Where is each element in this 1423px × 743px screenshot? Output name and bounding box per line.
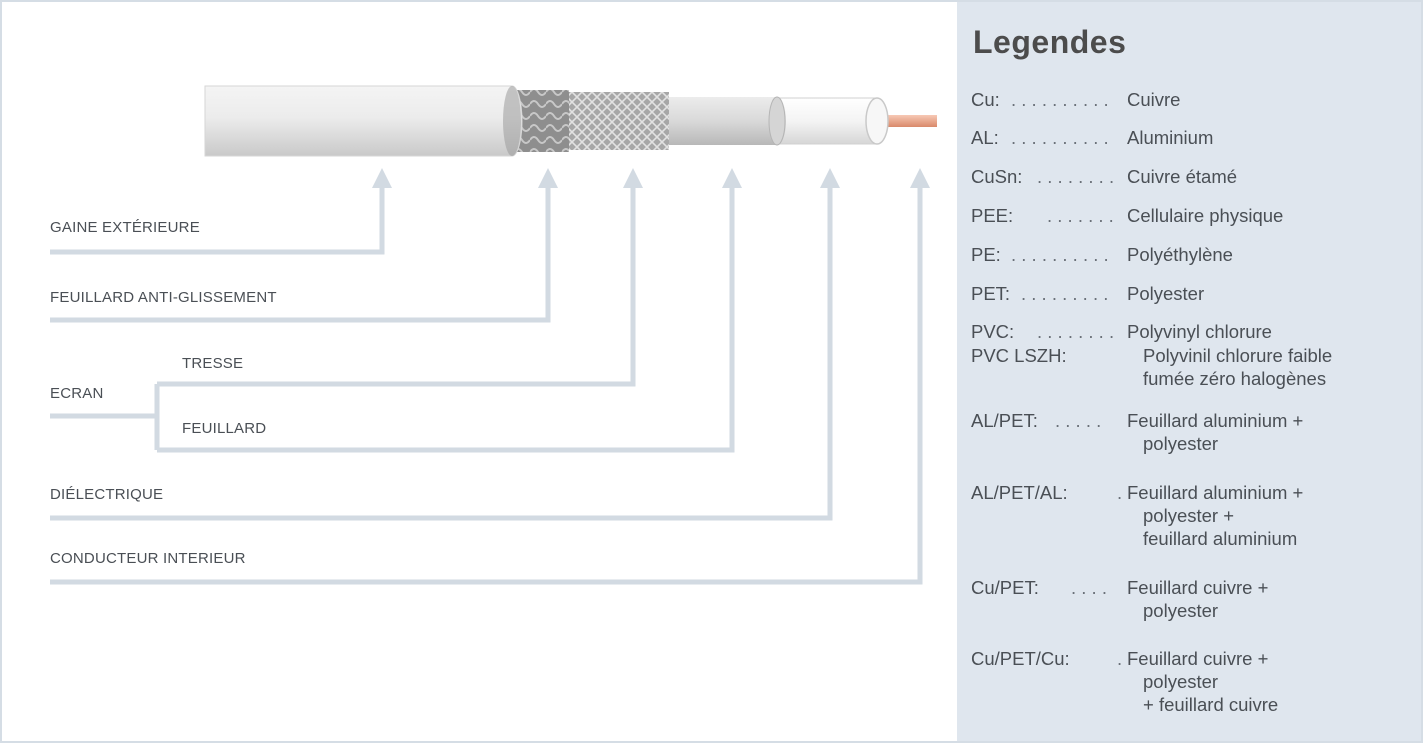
cable bbox=[204, 85, 937, 157]
legend-leader: . . . . bbox=[1071, 577, 1107, 598]
callout-ecran-branch bbox=[50, 384, 160, 450]
braid-dense bbox=[567, 92, 669, 150]
legend-leader: . bbox=[1117, 482, 1123, 503]
label-dielectrique: DIÉLECTRIQUE bbox=[50, 486, 164, 503]
legend-desc: Aluminium bbox=[1127, 127, 1214, 148]
legend-desc: Cuivre bbox=[1127, 89, 1181, 110]
callout-feuillard-anti bbox=[50, 180, 551, 323]
legend-desc: Feuillard cuivre +polyester+ feuillard c… bbox=[1127, 648, 1279, 715]
arrowheads bbox=[372, 168, 930, 188]
legend-code: PEE: bbox=[971, 205, 1014, 226]
callout-lines bbox=[50, 180, 923, 585]
callout-conducteur bbox=[50, 180, 923, 585]
callout-gaine bbox=[50, 180, 385, 255]
legend-code: Cu/PET/Cu: bbox=[971, 648, 1070, 669]
callout-tresse bbox=[157, 180, 636, 387]
legend-code: CuSn: bbox=[971, 166, 1023, 187]
conductor bbox=[877, 115, 937, 127]
legend-leader: . . . . . . . . . . bbox=[1011, 89, 1109, 110]
dielectric-end bbox=[865, 97, 889, 145]
label-feuillard-anti-glissement: FEUILLARD ANTI-GLISSEMENT bbox=[50, 289, 277, 306]
legend-title: Legendes bbox=[973, 24, 1127, 60]
callout-dielectrique bbox=[50, 180, 833, 521]
label-conducteur-interieur: CONDUCTEUR INTERIEUR bbox=[50, 550, 246, 567]
cable-illustration bbox=[50, 85, 937, 585]
legend-code: AL: bbox=[971, 127, 999, 148]
label-ecran: ECRAN bbox=[50, 385, 104, 402]
legend-desc: Polyester bbox=[1127, 283, 1205, 304]
callout-feuillard bbox=[157, 180, 735, 453]
label-tresse: TRESSE bbox=[182, 355, 244, 372]
legend-code: PE: bbox=[971, 244, 1001, 265]
foil bbox=[667, 97, 786, 145]
legend-leader: . bbox=[1117, 648, 1123, 669]
jacket-cut bbox=[503, 86, 521, 156]
coax-cable-diagram: GAINE EXTÉRIEURE FEUILLARD ANTI-GLISSEME… bbox=[2, 2, 957, 741]
legend-leader: . . . . . . . . . . bbox=[1011, 244, 1109, 265]
legend-desc: Cuivre étamé bbox=[1127, 166, 1238, 187]
legend-desc: Feuillard cuivre +polyester bbox=[1127, 577, 1269, 621]
legend-leader: . . . . . . . . . . bbox=[1011, 127, 1109, 148]
legend-leader: . . . . . . . bbox=[1047, 205, 1114, 226]
legend-leader: . . . . . bbox=[1055, 410, 1102, 431]
legend-leader: . . . . . . . . bbox=[1037, 321, 1115, 342]
legend-code: PET: bbox=[971, 283, 1011, 304]
legend-desc: Cellulaire physique bbox=[1127, 205, 1284, 226]
legend-code: AL/PET: bbox=[971, 410, 1038, 431]
legend-code: Cu/PET: bbox=[971, 577, 1039, 598]
legend-code: AL/PET/AL: bbox=[971, 482, 1068, 503]
jacket bbox=[204, 85, 523, 157]
legend-code: PVC: bbox=[971, 321, 1015, 342]
label-gaine-exterieure: GAINE EXTÉRIEURE bbox=[50, 219, 200, 236]
legend-leader: . . . . . . . . bbox=[1037, 166, 1115, 187]
legend-desc: Polyvinyl chlorure bbox=[1127, 321, 1272, 342]
legend-leader: . . . . . . . . . bbox=[1021, 283, 1109, 304]
legend-code: PVC LSZH: bbox=[971, 345, 1067, 366]
legend-panel: Legendes Cu: . . . . . . . . . . Cuivre … bbox=[957, 2, 1421, 741]
label-feuillard: FEUILLARD bbox=[182, 420, 267, 437]
legend-code: Cu: bbox=[971, 89, 1000, 110]
legend-desc: Polyéthylène bbox=[1127, 244, 1233, 265]
legend-desc: Feuillard aluminium +polyester +feuillar… bbox=[1127, 482, 1304, 549]
legend-desc: Feuillard aluminium +polyester bbox=[1127, 410, 1304, 454]
